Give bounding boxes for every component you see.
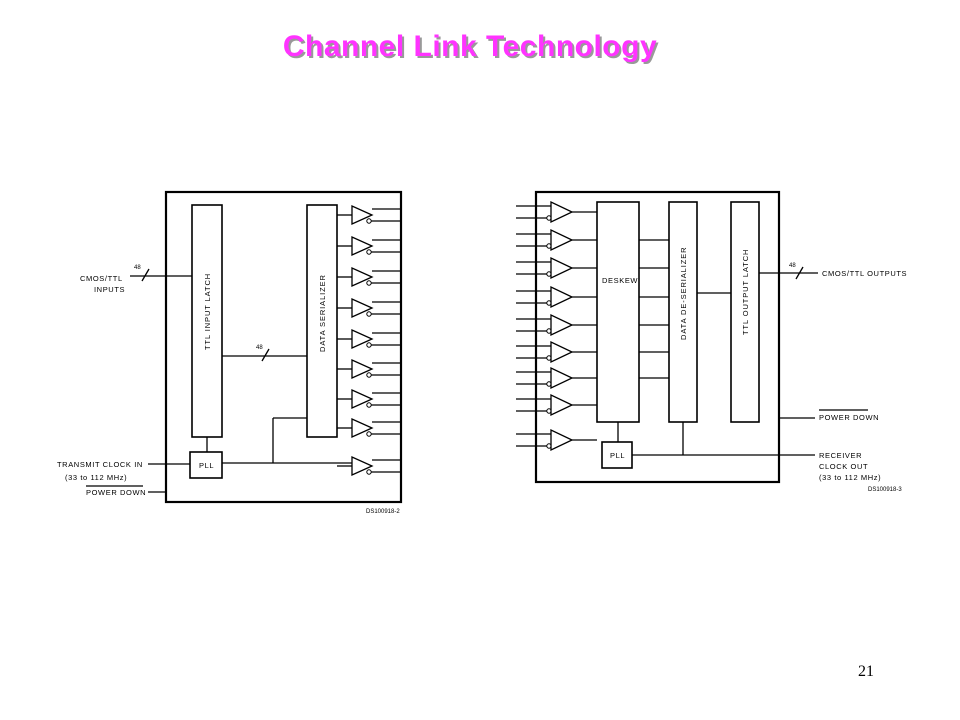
internal-bus-slash xyxy=(261,348,270,362)
internal-bus-width: 48 xyxy=(256,345,263,351)
slide-title: Channel Link Technology xyxy=(282,30,658,63)
output-bus-label: CMOS/TTL OUTPUTS xyxy=(822,269,907,278)
lvds-driver xyxy=(337,328,401,350)
transmitter-power-down-label: POWER DOWN xyxy=(86,488,146,497)
ttl-input-latch-block xyxy=(191,204,223,438)
input-bus-label-2: INPUTS xyxy=(94,285,125,294)
lvds-driver xyxy=(337,358,401,380)
input-bus-width: 48 xyxy=(134,265,141,271)
receiver-lvds-receivers xyxy=(516,200,597,452)
lvds-driver xyxy=(337,455,401,477)
ttl-output-latch-block xyxy=(730,201,760,423)
receiver-figure-id: DS100918-3 xyxy=(868,487,902,493)
lvds-receiver xyxy=(516,285,597,309)
lvds-driver xyxy=(337,204,401,226)
transmitter-pll-label: PLL xyxy=(199,461,214,470)
data-serializer-label: DATA SERIALIZER xyxy=(318,274,327,352)
ttl-input-latch-label: TTL INPUT LATCH xyxy=(203,273,212,350)
receiver-chip-outline xyxy=(534,190,781,484)
receiver-clock-out-label-2: CLOCK OUT xyxy=(819,462,868,471)
output-bus-width: 48 xyxy=(789,263,796,269)
transmit-clock-range: (33 to 112 MHz) xyxy=(65,473,127,482)
lvds-receiver xyxy=(516,366,597,390)
receiver-pll-label: PLL xyxy=(610,451,625,460)
lvds-receiver xyxy=(516,228,597,252)
deskew-to-deserializer-lines xyxy=(639,239,669,379)
receiver-clock-out-range: (33 to 112 MHz) xyxy=(819,473,881,482)
transmitter-figure-id: DS100918-2 xyxy=(366,509,400,515)
data-deserializer-block xyxy=(668,201,698,423)
transmitter-lvds-drivers xyxy=(337,204,401,477)
deskew-block xyxy=(596,201,640,423)
lvds-receiver xyxy=(516,428,597,452)
ttl-output-latch-label: TTL OUTPUT LATCH xyxy=(741,249,750,335)
receiver-clock-out-label: RECEIVER xyxy=(819,451,862,460)
transmit-clock-label: TRANSMIT CLOCK IN xyxy=(57,460,143,469)
receiver-pll-block xyxy=(601,441,633,469)
lvds-driver xyxy=(337,297,401,319)
transmitter-pll-block xyxy=(189,451,223,479)
input-bus-label: CMOS/TTL xyxy=(80,274,123,283)
data-serializer-block xyxy=(306,204,338,438)
lvds-driver xyxy=(337,235,401,257)
lvds-driver xyxy=(337,417,401,439)
data-deserializer-label: DATA DE-SERIALIZER xyxy=(679,247,688,340)
output-bus-slash xyxy=(795,266,804,280)
deskew-label: DESKEW xyxy=(602,276,638,285)
lvds-receiver xyxy=(516,200,597,224)
lvds-receiver xyxy=(516,393,597,417)
lvds-driver xyxy=(337,388,401,410)
input-bus-slash xyxy=(141,268,150,282)
lvds-driver xyxy=(337,266,401,288)
lvds-receiver xyxy=(516,313,597,337)
receiver-diagram: DESKEW DATA DE-SERIALIZER TTL OUTPUT LAT… xyxy=(516,190,907,493)
transmitter-chip-outline xyxy=(164,190,403,504)
receiver-power-down-label: POWER DOWN xyxy=(819,413,879,422)
lvds-receiver xyxy=(516,340,597,364)
page-number: 21 xyxy=(858,663,874,680)
transmitter-diagram: 48 CMOS/TTL INPUTS TTL INPUT LATCH 48 DA… xyxy=(57,190,403,515)
lvds-receiver xyxy=(516,256,597,280)
